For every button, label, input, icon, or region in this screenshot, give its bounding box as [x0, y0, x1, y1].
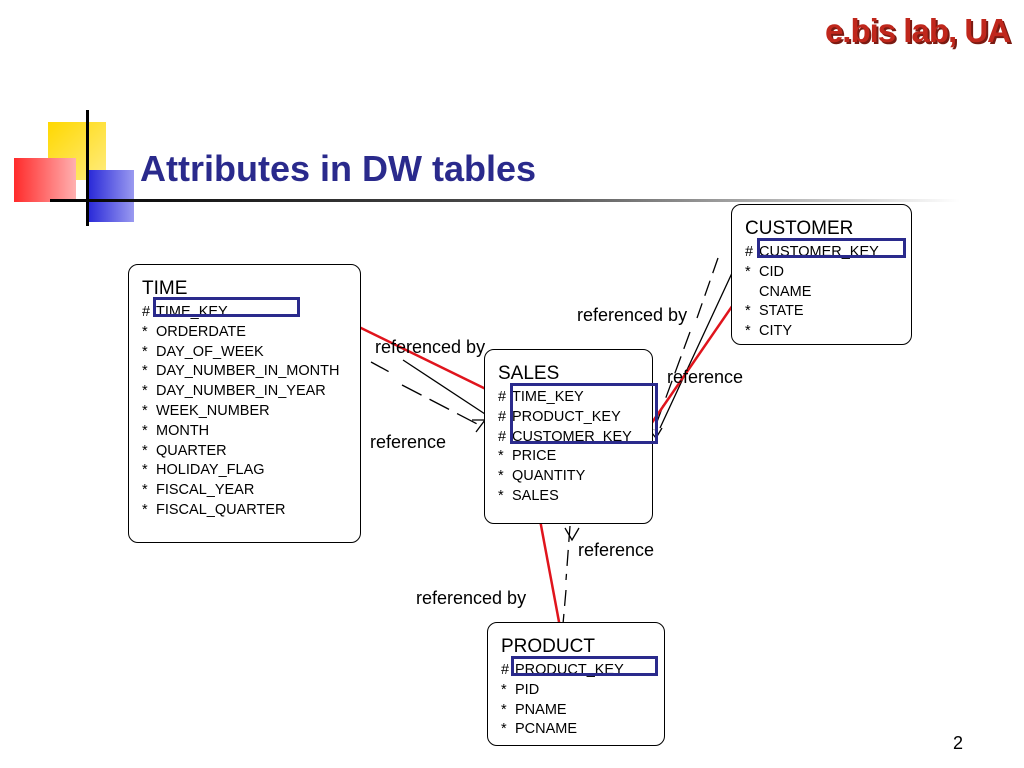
attribute-row: #TIME_KEY: [498, 389, 584, 405]
attribute-row: *DAY_NUMBER_IN_MONTH: [142, 363, 340, 380]
attribute-row: *STATE: [745, 303, 804, 320]
sales-keys-highlight: [510, 383, 658, 444]
customer-sales-relationship: [647, 257, 740, 440]
attribute-row: *PID: [501, 681, 540, 698]
attribute-row: *DAY_NUMBER_IN_YEAR: [142, 383, 326, 400]
brand-logo: e.bis lab, UA: [824, 12, 1011, 49]
entity-time-attributes: #TIME_KEY *ORDERDATE *DAY_OF_WEEK *DAY_N…: [142, 303, 339, 521]
decorative-blue-square: [88, 170, 134, 222]
entity-customer: CUSTOMER #CUSTOMER_KEY *CID CNAME *STATE…: [731, 204, 912, 345]
label-customer-referenced-by: referenced by: [577, 305, 688, 325]
attribute-row: *PNAME: [501, 701, 567, 718]
label-time-reference: reference: [370, 432, 447, 452]
attribute-row: #PRODUCT_KEY: [498, 408, 621, 425]
label-customer-reference: reference: [667, 367, 744, 387]
attribute-row: *SALES: [498, 487, 559, 504]
decorative-vertical-line: [86, 110, 89, 226]
attribute-row: *CID: [745, 263, 784, 280]
slide-title: Attributes in DW tables: [140, 148, 537, 189]
label-time-referenced-by: referenced by: [375, 337, 486, 357]
attribute-row: *WEEK_NUMBER: [142, 402, 270, 419]
label-product-reference: reference: [578, 540, 655, 560]
attribute-row: #CUSTOMER_KEY: [498, 428, 632, 445]
attribute-row: *PCNAME: [501, 721, 578, 738]
attribute-row: *DAY_OF_WEEK: [142, 343, 264, 360]
attribute-row: *FISCAL_QUARTER: [142, 501, 286, 518]
attribute-row: *ORDERDATE: [142, 323, 246, 340]
entity-time-name: TIME: [142, 278, 188, 299]
entity-time: TIME #TIME_KEY *ORDERDATE *DAY_OF_WEEK *…: [128, 264, 361, 543]
attribute-row: *FISCAL_YEAR: [142, 482, 255, 499]
title-underline: [50, 199, 960, 202]
time-sales-relationship: [370, 359, 487, 433]
page-number: 2: [952, 733, 963, 753]
entity-product: PRODUCT #PRODUCT_KEY *PID *PNAME *PCNAME: [487, 622, 665, 746]
attribute-row: *CITY: [745, 323, 793, 340]
decorative-red-square: [14, 158, 76, 202]
time-key-highlight: [153, 297, 300, 317]
label-product-referenced-by: referenced by: [416, 588, 527, 608]
attribute-row: *QUANTITY: [498, 468, 586, 485]
attribute-row: CNAME: [759, 283, 812, 300]
entity-customer-name: CUSTOMER: [745, 218, 854, 239]
customer-key-highlight: [757, 238, 906, 258]
product-key-highlight: [511, 656, 658, 676]
entity-product-name: PRODUCT: [501, 636, 595, 657]
attribute-row: *PRICE: [498, 448, 557, 465]
attribute-row: *MONTH: [142, 422, 210, 439]
entity-sales-attributes: #TIME_KEY #PRODUCT_KEY #CUSTOMER_KEY *PR…: [498, 388, 632, 507]
attribute-row: *QUARTER: [142, 442, 227, 459]
product-sales-relationship: [562, 525, 580, 625]
entity-sales-name: SALES: [498, 363, 560, 384]
attribute-row: *HOLIDAY_FLAG: [142, 462, 265, 479]
